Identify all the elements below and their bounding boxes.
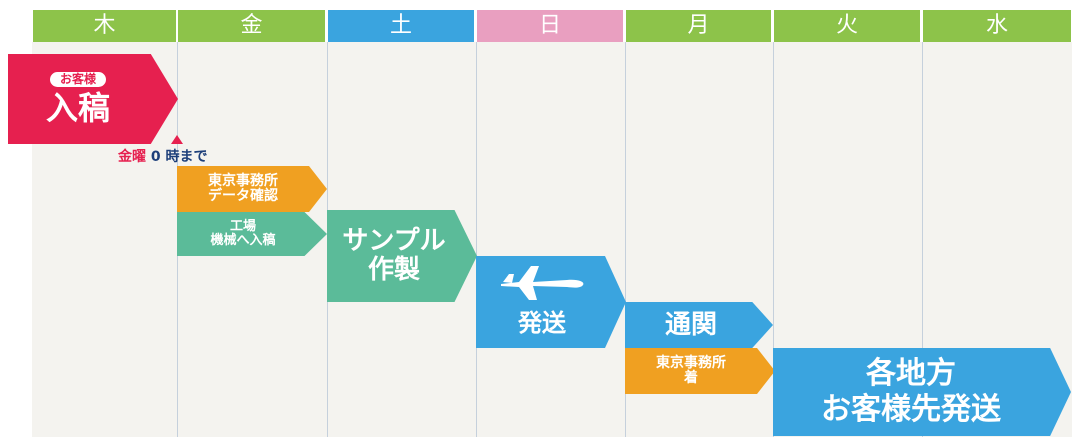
sample-production-arrow: サンプル 作製 — [327, 210, 477, 302]
day-divider-4 — [625, 42, 626, 437]
factory-line1: 工場 — [229, 218, 256, 234]
day-header-3: 土 — [328, 10, 474, 42]
deadline-note: 金曜 0 時まで — [118, 146, 208, 166]
customs-label: 通関 — [664, 309, 717, 340]
airplane-icon — [501, 265, 584, 300]
day-header-7: 水 — [923, 10, 1071, 42]
tokyo-arrival-line1: 東京事務所 — [656, 354, 726, 371]
day-divider-3 — [476, 42, 477, 437]
customs-arrow: 通関 — [625, 302, 773, 348]
deadline-day: 金曜 — [118, 149, 146, 165]
deadline-rest: 時まで — [165, 149, 208, 165]
tokyo-check-line2: データ確認 — [208, 188, 278, 204]
shipping-arrow: 発送 — [476, 256, 626, 348]
customer-badge: お客様 — [49, 71, 106, 87]
factory-line2: 機械へ入稿 — [210, 233, 276, 248]
tokyo-check-line1: 東京事務所 — [208, 172, 278, 189]
sample-line1: サンプル — [342, 226, 446, 257]
shipping-label: 発送 — [518, 308, 566, 337]
day-header-5: 月 — [626, 10, 771, 42]
factory-arrow: 工場 機械へ入稿 — [177, 212, 327, 256]
day-header-1: 木 — [33, 10, 176, 42]
tokyo-data-check-arrow: 東京事務所 データ確認 — [177, 166, 327, 212]
day-header-2: 金 — [178, 10, 325, 42]
delivery-line2: お客様先発送 — [821, 392, 1001, 427]
day-header-4: 日 — [477, 10, 623, 42]
delivery-line1: 各地方 — [866, 356, 956, 391]
day-header-6: 火 — [774, 10, 920, 42]
tokyo-arrival-line2: 着 — [684, 370, 698, 386]
tokyo-arrival-arrow: 東京事務所 着 — [625, 348, 775, 394]
submission-title: 入稿 — [45, 89, 110, 127]
day-divider-5 — [773, 42, 774, 437]
deadline-hour: 0 — [150, 149, 161, 165]
day-divider-6 — [922, 42, 923, 437]
sample-line2: 作製 — [367, 255, 420, 285]
submission-arrow: お客様 入稿 — [8, 54, 178, 144]
regional-delivery-arrow: 各地方 お客様先発送 — [773, 348, 1071, 436]
deadline-marker-icon — [171, 135, 183, 144]
